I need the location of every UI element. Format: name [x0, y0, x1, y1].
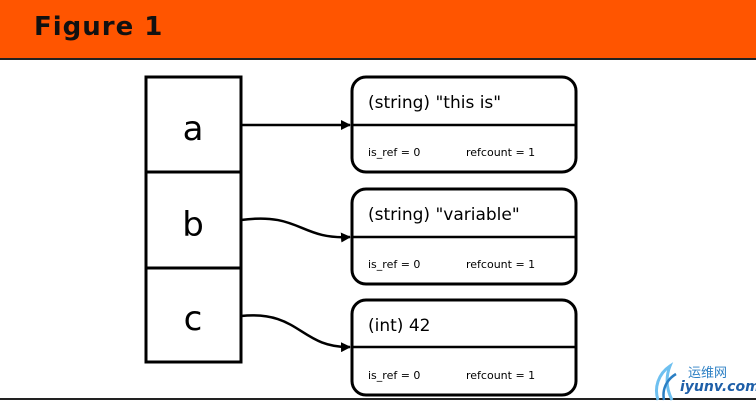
- zval-is-ref: is_ref = 0: [368, 369, 420, 382]
- zval-type-value: (string) "variable": [368, 205, 520, 225]
- variable-label-c: c: [184, 299, 203, 339]
- arrow-c: [240, 314, 351, 353]
- watermark: 运维网 iyunv.com: [652, 360, 756, 404]
- symbol-table: a b c: [144, 75, 243, 364]
- zval-box-2: (string) "variable" is_ref = 0 refcount …: [350, 187, 578, 286]
- watermark-text-cn: 运维网: [688, 366, 728, 381]
- arrows: [240, 120, 351, 353]
- variable-label-b: b: [182, 205, 204, 245]
- zval-is-ref: is_ref = 0: [368, 258, 420, 271]
- zval-is-ref: is_ref = 0: [368, 146, 420, 159]
- watermark-logo-icon: [655, 362, 677, 401]
- bottom-rule: [0, 398, 756, 400]
- zval-refcount: refcount = 1: [466, 369, 535, 382]
- zval-type-value: (string) "this is": [368, 93, 501, 113]
- symbol-cell-c: [144, 266, 243, 364]
- zval-type-value: (int) 42: [368, 316, 430, 336]
- variable-label-a: a: [183, 109, 204, 149]
- symbol-cell-b: [144, 170, 243, 270]
- watermark-text-en: iyunv.com: [680, 379, 756, 395]
- arrow-b: [240, 217, 351, 243]
- zval-box-3: (int) 42 is_ref = 0 refcount = 1: [350, 298, 578, 397]
- figure-header: Figure 1: [0, 0, 756, 60]
- zval-box-1: (string) "this is" is_ref = 0 refcount =…: [350, 75, 578, 174]
- zval-refcount: refcount = 1: [466, 146, 535, 159]
- zval-refcount: refcount = 1: [466, 258, 535, 271]
- figure-title: Figure 1: [34, 12, 164, 42]
